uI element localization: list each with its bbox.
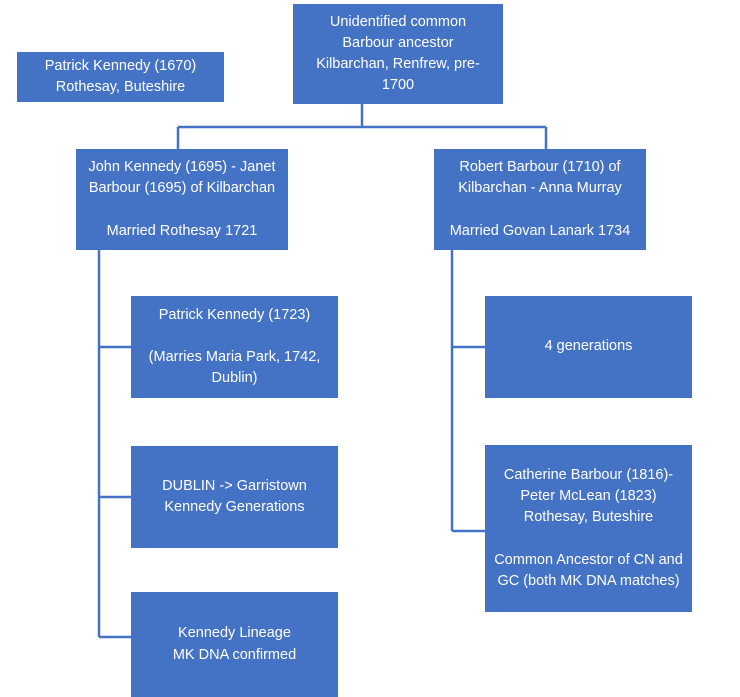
node-text-line: Barbour (1695) of Kilbarchan xyxy=(88,180,276,197)
node-text-line: Unidentified common xyxy=(329,13,467,30)
node-text-line: Patrick Kennedy (1670) xyxy=(44,57,197,74)
node-text-line: John Kennedy (1695) - Janet xyxy=(88,159,276,176)
node-text-line: Kennedy Generations xyxy=(164,499,305,515)
node-text-line: Married Govan Lanark 1734 xyxy=(449,222,631,239)
node-common-ancestor[interactable]: Unidentified common Barbour ancestor Kil… xyxy=(293,4,503,104)
node-text-line: Rothesay, Buteshire xyxy=(523,509,654,526)
node-text-line: Dublin) xyxy=(211,370,258,387)
node-text-line: DUBLIN -> Garristown xyxy=(162,477,307,494)
node-dublin-garristown[interactable]: DUBLIN -> Garristown Kennedy Generations xyxy=(131,446,338,548)
node-text-line: Barbour ancestor xyxy=(342,34,454,51)
node-text-line: Kilbarchan - Anna Murray xyxy=(458,180,622,197)
node-patrick-kennedy-1723[interactable]: Patrick Kennedy (1723) (Marries Maria Pa… xyxy=(131,296,338,398)
node-text-line: MK DNA confirmed xyxy=(172,646,297,663)
node-robert-barbour-1710[interactable]: Robert Barbour (1710) of Kilbarchan - An… xyxy=(434,149,646,250)
node-text-line: Patrick Kennedy (1723) xyxy=(158,306,311,323)
node-text-line: Robert Barbour (1710) of xyxy=(459,159,621,176)
node-text-line: GC (both MK DNA matches) xyxy=(497,572,680,589)
node-catherine-barbour-1816[interactable]: Catherine Barbour (1816)- Peter McLean (… xyxy=(485,445,692,612)
node-text-line: Kennedy Lineage xyxy=(178,625,291,642)
node-text-line: Catherine Barbour (1816)- xyxy=(503,467,674,484)
node-text-line: Married Rothesay 1721 xyxy=(106,222,258,239)
node-text-line: Kilbarchan, Renfrew, pre- xyxy=(316,56,480,72)
node-text-line: (Marries Maria Park, 1742, xyxy=(148,349,321,365)
node-text-line: Rothesay, Buteshire xyxy=(55,79,186,95)
node-text-line: 1700 xyxy=(381,77,415,94)
node-text-line: 4 generations xyxy=(544,338,633,355)
node-four-generations[interactable]: 4 generations xyxy=(485,296,692,398)
node-kennedy-lineage[interactable]: Kennedy Lineage MK DNA confirmed xyxy=(131,592,338,697)
node-john-kennedy-1695[interactable]: John Kennedy (1695) - Janet Barbour (169… xyxy=(76,149,288,250)
node-patrick-kennedy-1670[interactable]: Patrick Kennedy (1670) Rothesay, Buteshi… xyxy=(17,52,224,102)
node-text-line: Common Ancestor of CN and xyxy=(494,551,683,568)
node-text-line: Peter McLean (1823) xyxy=(520,488,657,505)
